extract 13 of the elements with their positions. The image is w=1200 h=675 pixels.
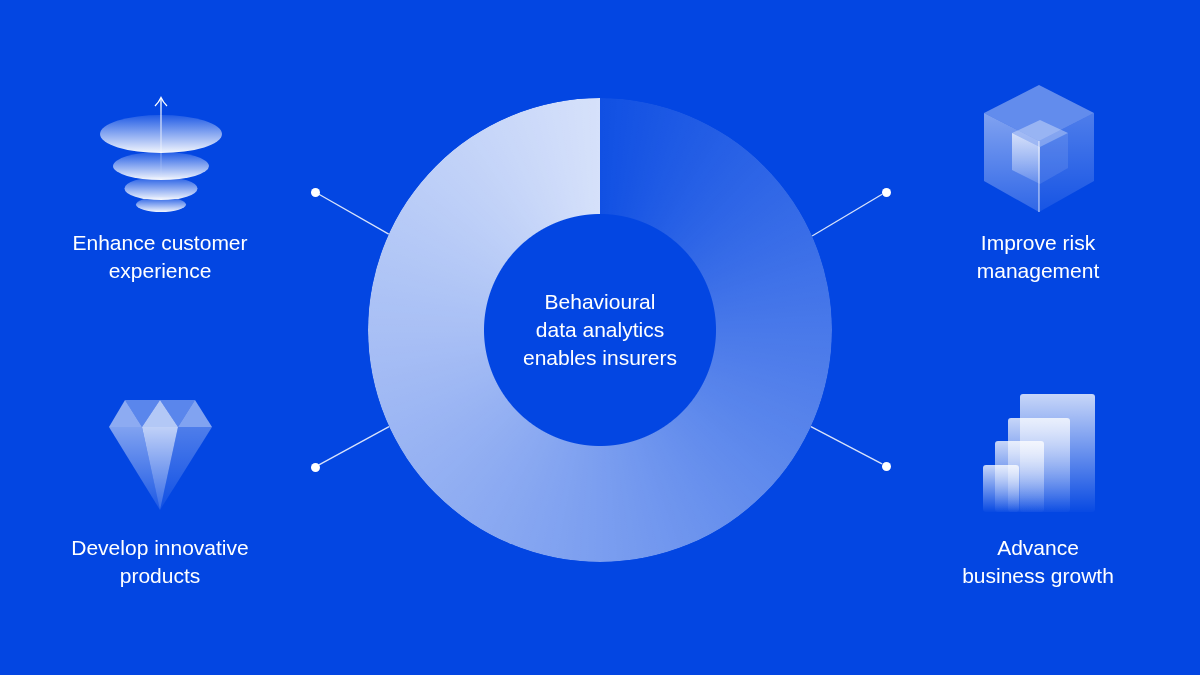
center-label: Behavioural data analytics enables insurers	[522, 289, 678, 371]
node-label: Advance business growth	[962, 535, 1114, 589]
connector-line	[318, 425, 390, 466]
endpoint-dot	[310, 187, 320, 197]
endpoint-dot	[310, 462, 320, 472]
node-label: Develop innovative products	[71, 535, 249, 589]
connector-line	[318, 193, 390, 235]
endpoint-dot	[881, 461, 891, 471]
node-label: Improve risk management	[976, 230, 1100, 284]
node-label: Enhance customer experience	[72, 230, 248, 284]
connector-line	[811, 193, 883, 237]
connector-line	[810, 425, 883, 465]
endpoint-dot	[881, 187, 891, 197]
